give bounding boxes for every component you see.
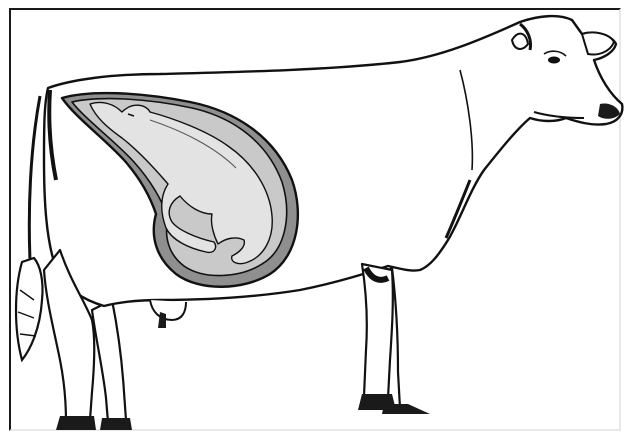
far-hind-hoof [100,418,132,430]
near-hind-hoof [56,416,96,430]
horn-base [512,34,528,49]
far-hind-leg [92,300,126,422]
near-fore-leg [362,264,393,398]
eye [548,57,560,64]
tail-stroke [29,96,40,260]
tail-switch [16,258,43,360]
far-fore-hoof [382,404,430,414]
udder [150,300,186,320]
tail [16,96,43,360]
